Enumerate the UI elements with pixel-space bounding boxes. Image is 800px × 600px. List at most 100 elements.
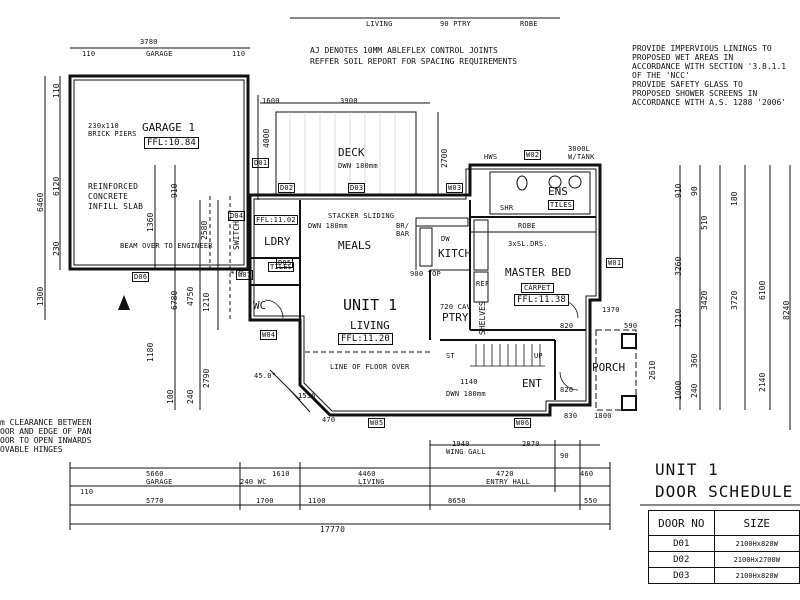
table-row: D03 2100Hx820W [648, 567, 800, 584]
dim-1300: 1300 [36, 286, 45, 306]
hws-label: HWS [484, 153, 498, 161]
dim-1700: 1700 [256, 497, 274, 505]
dim-17770: 17770 [320, 525, 346, 534]
robe-label: ROBE [518, 222, 536, 230]
dim-230-left: 230 [52, 241, 61, 256]
dim-110-left: 110 [52, 83, 61, 98]
dim-wing-gall: WING GALL [446, 448, 486, 456]
dim-590: 590 [624, 322, 638, 330]
dim-4720: 4720 [496, 470, 514, 478]
unit-title: UNIT 1 [343, 296, 398, 314]
dim-830: 830 [564, 412, 578, 420]
room-label-ens: ENS [548, 185, 568, 198]
dim-6100: 6100 [758, 280, 767, 300]
dim-top-110b: 110 [232, 50, 246, 58]
door-tag: D06 [132, 272, 150, 282]
switch-label: SWITCH [232, 221, 241, 250]
brick-piers-label: 230x110 BRICK PIERS [88, 122, 137, 138]
dim-2700: 2700 [440, 148, 449, 168]
room-label-kitch: KITCH [438, 247, 472, 260]
dim-top-110: 110 [82, 50, 96, 58]
dishwasher-label: DW [441, 235, 450, 243]
wet-area-note: PROVIDE IMPERVIOUS LININGS TO PROPOSED W… [632, 44, 786, 107]
room-label-wc: WC [253, 299, 267, 312]
dim-510-right: 510 [700, 215, 709, 230]
deck-step-label-2: DWN 180mm [308, 222, 348, 230]
dim-4460: 4460 [358, 470, 376, 478]
door-tag: D01 [252, 158, 270, 168]
dim-4750: 4750 [186, 286, 195, 306]
ens-tiles-label: TILES [548, 200, 575, 210]
size-cell: 2100Hx2700W [713, 551, 800, 568]
dim-1600: 1600 [262, 97, 280, 105]
dim-470a: 470 [322, 416, 336, 424]
dim-240-wc: 240 WC [240, 478, 267, 486]
dim-3720: 3720 [730, 290, 739, 310]
dim-820a: 820 [560, 322, 574, 330]
dim-360-right: 360 [690, 353, 699, 368]
dim-living-bottom: LIVING [358, 478, 385, 486]
dim-8240: 8240 [782, 300, 791, 320]
soil-report-note: REFFER SOIL REPORT FOR SPACING REQUIREME… [310, 57, 518, 66]
table-row: D02 2100Hx2700W [648, 551, 800, 568]
wet-note-line: PROVIDE IMPERVIOUS LININGS TO [632, 44, 772, 53]
dim-3780: 3780 [140, 38, 158, 46]
living-ffl-badge: FFL:11.20 [338, 333, 393, 345]
schedule-title: DOOR SCHEDULE [655, 482, 794, 501]
dim-5770: 5770 [146, 497, 164, 505]
room-label-master-bed: MASTER BED [505, 266, 572, 279]
dim-240-left: 240 [186, 389, 195, 404]
clearance-line: OOR TO OPEN INWARDS [0, 436, 92, 445]
dim-6460: 6460 [36, 192, 45, 212]
dim-top-living: LIVING [366, 20, 393, 28]
dim-3900: 3900 [340, 97, 358, 105]
dim-top-ptry: 90 PTRY [440, 20, 471, 28]
window-tag: W01 [606, 258, 624, 268]
dim-910-right: 910 [674, 183, 683, 198]
dim-910: 910 [170, 183, 179, 198]
door-no-cell: D02 [648, 551, 715, 568]
small-ffl-label: FFL:11.02 [254, 215, 298, 225]
dim-1800: 1800 [594, 412, 612, 420]
window-tag: W05 [368, 418, 386, 428]
room-label-ldry: LDRY [264, 235, 291, 248]
dim-90: 90 [560, 452, 569, 460]
clearance-line: OVABLE HINGES [0, 445, 63, 454]
clearance-line: OOR AND EDGE OF PAN [0, 427, 92, 436]
window-tag: W04 [260, 330, 278, 340]
dim-1370: 1370 [602, 306, 620, 314]
dim-1000-right: 1000 [674, 380, 683, 400]
dim-90-right: 90 [690, 186, 699, 196]
dim-1360: 1360 [146, 212, 155, 232]
bench-top-label: 900 TOP [410, 270, 441, 278]
wet-note-line: PROPOSED WET AREAS IN [632, 53, 734, 62]
clearance-note: m CLEARANCE BETWEEN OOR AND EDGE OF PAN … [0, 418, 92, 454]
window-tag: W07 [236, 270, 254, 280]
dim-garage-bottom: GARAGE [146, 478, 173, 486]
bar-label: BR/ BAR [396, 222, 410, 238]
dim-3260: 3260 [674, 256, 683, 276]
wet-note-line: PROPOSED SHOWER SCREENS IN [632, 89, 758, 98]
stair-up-label: UP [534, 352, 543, 360]
clearance-line: m CLEARANCE BETWEEN [0, 418, 92, 427]
room-label-deck: DECK [338, 146, 365, 159]
dim-550: 550 [584, 497, 598, 505]
size-cell: 2100Hx820W [713, 535, 800, 552]
dim-1210: 1210 [202, 292, 211, 312]
dim-2610: 2610 [648, 360, 657, 380]
garage-wall [68, 74, 250, 271]
stair-st-label: ST [446, 352, 455, 360]
door-schedule-table: DOOR NO SIZE D01 2100Hx820W D02 2100Hx27… [648, 510, 800, 584]
door-no-cell: D01 [648, 535, 715, 552]
beam-label: BEAM OVER TO ENGINEER [120, 242, 213, 250]
wet-note-line: PROVIDE SAFETY GLASS TO [632, 80, 743, 89]
carpet-label: CARPET [521, 283, 554, 293]
dim-8650: 8650 [448, 497, 466, 505]
window-tag: W02 [524, 150, 542, 160]
shower-label: SHR [500, 204, 514, 212]
dim-1140: 1140 [460, 378, 478, 386]
door-tag: D05 [276, 258, 294, 268]
floor-over-label: LINE OF FLOOR OVER [330, 363, 410, 371]
dim-angle: 45.0° [254, 372, 277, 380]
